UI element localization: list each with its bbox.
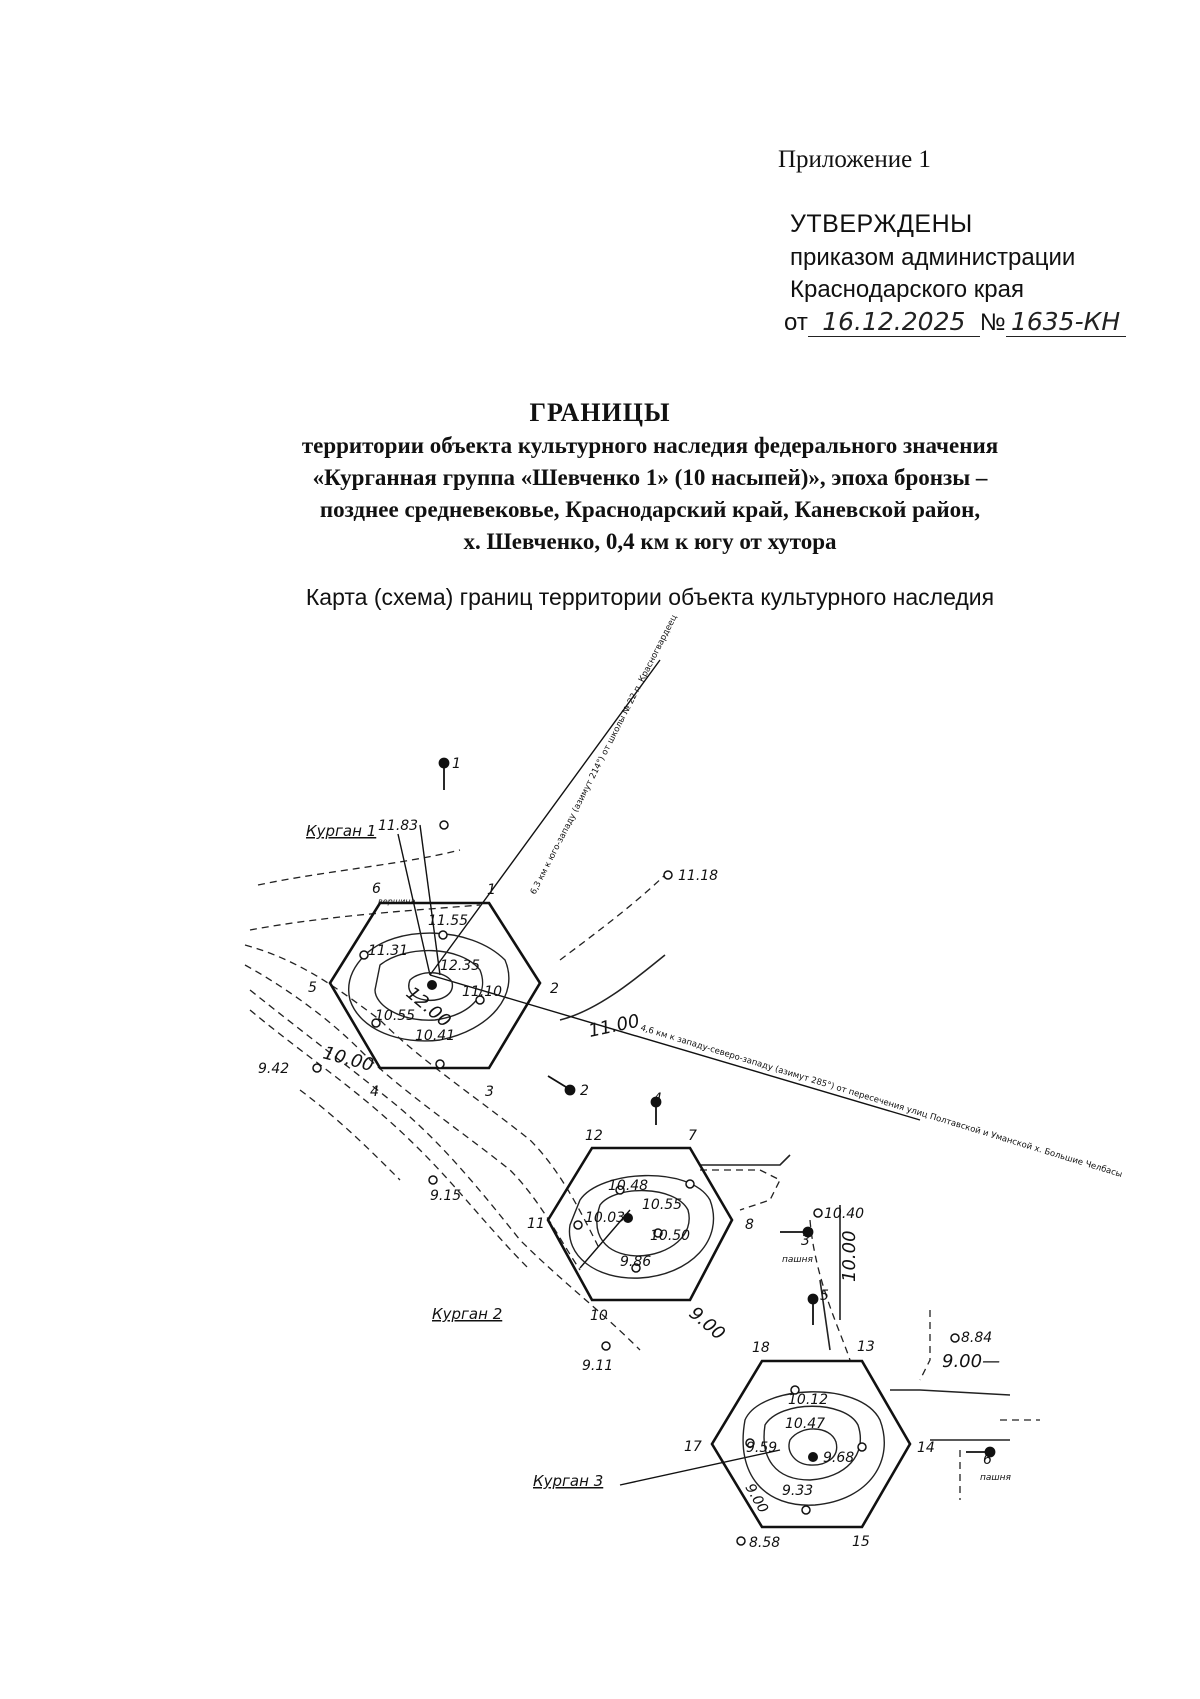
- spot-858: 8.58: [749, 1535, 780, 1551]
- spot-points: [312, 820, 960, 1546]
- vertex-17: 17: [684, 1439, 702, 1455]
- spot-1040: 10.40: [824, 1206, 864, 1222]
- kurgan3-contours: [742, 1391, 885, 1506]
- spot-1183: 11.83: [378, 818, 418, 834]
- vertex-4: 4: [370, 1084, 379, 1100]
- vertex-2: 2: [550, 981, 559, 997]
- elev-k2-986: 9.86: [620, 1254, 651, 1270]
- kurgan2-label: Курган 2: [432, 1305, 502, 1323]
- order-number: 1635-КН: [1005, 307, 1126, 337]
- date-prefix: от: [784, 309, 808, 336]
- vertex-10: 10: [590, 1308, 608, 1324]
- kurgan2-boundary: [546, 1146, 734, 1302]
- vertex-15: 15: [852, 1534, 870, 1550]
- benchmark-4: 4: [653, 1091, 662, 1107]
- contour-900-a: 9.00: [685, 1303, 729, 1345]
- title-line-3: позднее средневековье, Краснодарский кра…: [319, 497, 981, 522]
- elev-k3-1047: 10.47: [785, 1416, 825, 1432]
- elev-k1-1055: 10.55: [375, 1008, 415, 1024]
- elev-k1-1235: 12.35: [440, 958, 480, 974]
- kurgan3-label: Курган 3: [533, 1472, 603, 1490]
- contour-1000-right: 10.00: [839, 1230, 860, 1282]
- number-prefix: №: [979, 309, 1006, 336]
- road-note-1: 6,3 км к юго-западу (азимут 214°) от шко…: [529, 613, 680, 896]
- vertex-13: 13: [857, 1339, 875, 1355]
- spot-900: 9.00—: [942, 1351, 1000, 1372]
- road-note-2: 4,6 км к западу-северо-западу (азимут 28…: [639, 1023, 1123, 1180]
- elev-k2-1050: 10.50: [650, 1228, 690, 1244]
- land-label-1: пашня: [782, 1255, 814, 1265]
- elev-k2-1048: 10.48: [608, 1178, 648, 1194]
- elev-k1-1131: 11.31: [368, 943, 408, 959]
- vertex-8: 8: [745, 1217, 754, 1233]
- vertex-18: 18: [752, 1340, 770, 1356]
- spot-884: 8.84: [961, 1330, 992, 1346]
- spot-942: 9.42: [258, 1061, 289, 1077]
- elev-k3-1012: 10.12: [788, 1392, 828, 1408]
- benchmark-2: 2: [580, 1083, 589, 1099]
- elev-k3-933: 9.33: [782, 1483, 813, 1499]
- kurgan2-contours: [568, 1174, 715, 1279]
- document-heading: ГРАНИЦЫ: [529, 398, 671, 427]
- title-line-1: территории объекта культурного наследия …: [301, 433, 999, 458]
- title-line-4: х. Шевченко, 0,4 км к югу от хутора: [463, 529, 837, 554]
- benchmark-5: 5: [820, 1288, 829, 1304]
- vertex-14: 14: [917, 1440, 935, 1456]
- vertex-7: 7: [688, 1128, 697, 1144]
- vertex-6: 6: [372, 881, 381, 897]
- benchmark-6: 6: [983, 1452, 992, 1468]
- vertex-12: 12: [585, 1128, 603, 1144]
- elev-k1-1155: 11.55: [428, 913, 468, 929]
- terrain-lines: [244, 849, 1040, 1500]
- contour-1100: 11.00: [587, 1011, 642, 1042]
- small-label: вершина: [378, 897, 415, 906]
- elev-k1-1110: 11.10: [462, 984, 502, 1000]
- vertex-5: 5: [308, 980, 317, 996]
- order-date: 16.12.2025: [807, 307, 980, 337]
- elev-k2-1055: 10.55: [642, 1197, 682, 1213]
- benchmark-3: 3: [801, 1233, 810, 1249]
- kurgan-centres: [427, 980, 818, 1462]
- spot-911: 9.11: [582, 1358, 613, 1374]
- elev-k1-1041: 10.41: [415, 1028, 455, 1044]
- title-line-2: «Курганная группа «Шевченко 1» (10 насып…: [312, 465, 988, 490]
- kurgan1-boundary: [328, 901, 542, 1070]
- spot-1118: 11.18: [678, 868, 718, 884]
- spot-915: 9.15: [430, 1188, 461, 1204]
- reference-lines: [397, 659, 921, 1486]
- kurgan3-boundary: [710, 1359, 912, 1529]
- benchmark-markers: [438, 757, 996, 1458]
- kurgan1-label: Курган 1: [306, 822, 376, 840]
- approved-label: УТВЕРЖДЕНЫ: [790, 210, 973, 238]
- order-line-1: приказом администрации: [790, 244, 1076, 271]
- elev-k3-968: 9.68: [823, 1450, 854, 1466]
- solid-contours: [559, 954, 1011, 1441]
- land-label-2: пашня: [980, 1473, 1012, 1483]
- elev-k3-959: 9.59: [746, 1440, 777, 1456]
- vertex-3: 3: [485, 1084, 494, 1100]
- benchmark-1: 1: [452, 756, 461, 772]
- order-line-2: Краснодарского края: [790, 276, 1024, 303]
- map-caption: Карта (схема) границ территории объекта …: [305, 584, 995, 610]
- vertex-1: 1: [487, 882, 496, 898]
- appendix-label: Приложение 1: [778, 146, 931, 173]
- elev-k2-1003: 10.03: [585, 1210, 625, 1226]
- vertex-11: 11: [527, 1216, 545, 1232]
